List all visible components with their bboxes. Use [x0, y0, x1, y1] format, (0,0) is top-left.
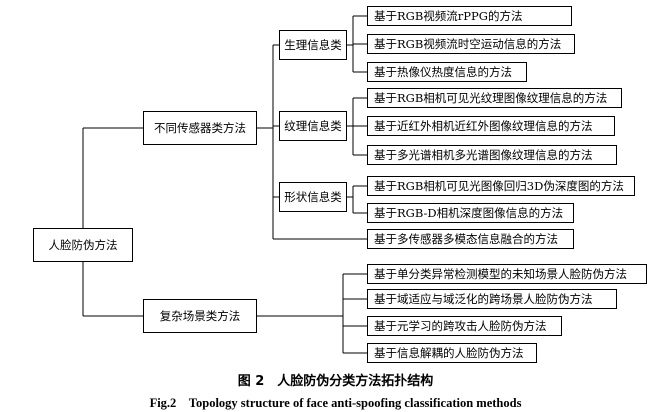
- root-node: 人脸防伪方法: [33, 228, 133, 262]
- leaf-node: 基于信息解耦的人脸防伪方法: [367, 343, 537, 363]
- group-node-complex-scene: 复杂场景类方法: [143, 299, 257, 333]
- leaf-node: 基于热像仪热度信息的方法: [367, 62, 527, 82]
- leaf-node: 基于多光谱相机多光谱图像纹理信息的方法: [367, 145, 617, 165]
- subgroup-node-texture: 纹理信息类: [279, 111, 347, 141]
- subgroup-node-shape: 形状信息类: [279, 182, 347, 212]
- leaf-node: 基于RGB相机可见光纹理图像纹理信息的方法: [367, 88, 622, 108]
- leaf-node: 基于近红外相机近红外图像纹理信息的方法: [367, 116, 615, 136]
- leaf-node: 基于域适应与域泛化的跨场景人脸防伪方法: [367, 289, 617, 309]
- group-node-sensor: 不同传感器类方法: [143, 111, 257, 145]
- leaf-node: 基于RGB视频流rPPG的方法: [367, 6, 572, 26]
- leaf-node: 基于多传感器多模态信息融合的方法: [367, 229, 574, 249]
- figure-caption-english: Fig.2 Topology structure of face anti-sp…: [149, 396, 522, 410]
- leaf-node: 基于单分类异常检测模型的未知场景人脸防伪方法: [367, 264, 647, 284]
- subgroup-node-physiological: 生理信息类: [279, 30, 347, 60]
- leaf-node: 基于RGB视频流时空运动信息的方法: [367, 34, 575, 54]
- leaf-node: 基于RGB相机可见光图像回归3D伪深度图的方法: [367, 176, 635, 196]
- leaf-node: 基于RGB-D相机深度图像信息的方法: [367, 203, 574, 223]
- leaf-node: 基于元学习的跨攻击人脸防伪方法: [367, 316, 562, 336]
- figure-caption-chinese: 图 2 人脸防伪分类方法拓扑结构: [237, 374, 434, 389]
